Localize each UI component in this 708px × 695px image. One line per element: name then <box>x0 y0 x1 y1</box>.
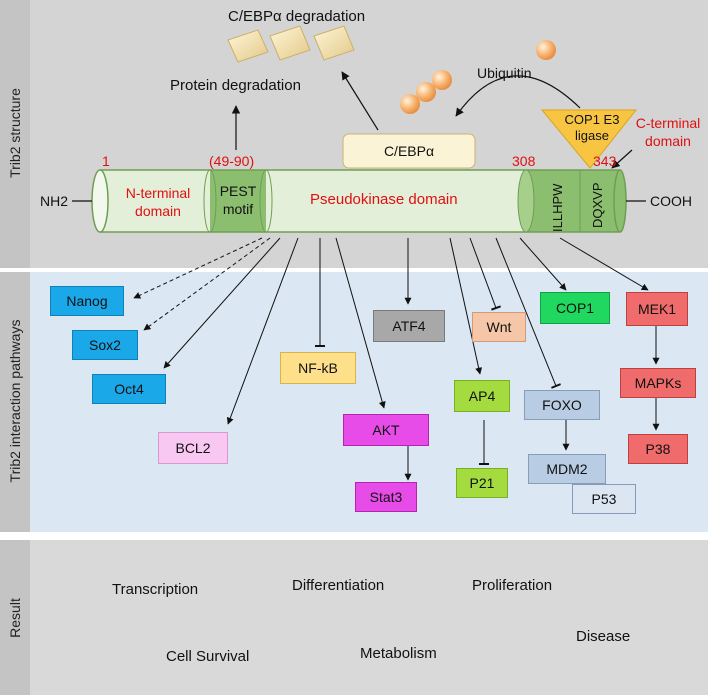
cebpa-degradation-label: C/EBPα degradation <box>228 8 366 25</box>
result-transcription: Transcription <box>112 581 199 598</box>
ubiquitin-label: Ubiquitin <box>477 65 532 81</box>
cop1-e3-ligase-shape <box>540 109 638 169</box>
sox2-box: Sox2 <box>72 330 138 360</box>
pseudokinase-domain-label: Pseudokinase domain <box>310 191 458 208</box>
mdm2-box: MDM2 <box>528 454 606 484</box>
cebpa-shape <box>342 133 476 169</box>
mapks-box: MAPKs <box>620 368 696 398</box>
cebpa-fragment-icons <box>227 25 355 63</box>
nfkb-box: NF-kB <box>280 352 356 384</box>
p53-box: P53 <box>572 484 636 514</box>
result-band <box>0 540 708 695</box>
position-1-label: 1 <box>102 153 110 169</box>
structure-side <box>0 0 30 268</box>
cop1-box: COP1 <box>540 292 610 324</box>
n-terminal-domain-label: N-terminal domain <box>125 185 191 219</box>
oct4-box: Oct4 <box>92 374 166 404</box>
position-308-label: 308 <box>512 153 536 169</box>
position-343-label: 343 <box>593 153 617 169</box>
cop1-e3-ligase-label: COP1 E3 ligase <box>564 112 620 143</box>
nh2-label: NH2 <box>40 193 69 209</box>
bcl2-box: BCL2 <box>158 432 228 464</box>
result-cell-survival: Cell Survival <box>166 648 250 665</box>
cebpa-box: C/EBPα <box>383 143 435 159</box>
illhpw-label: ILLHPW <box>550 183 565 232</box>
position-49-90-label: (49-90) <box>209 153 255 169</box>
c-terminal-domain-label: C-terminal domain <box>635 115 701 149</box>
wnt-box: Wnt <box>472 312 526 342</box>
protein-degradation-label: Protein degradation <box>170 77 301 94</box>
cooh-label: COOH <box>650 193 692 209</box>
result-differentiation: Differentiation <box>292 577 385 594</box>
result-metabolism: Metabolism <box>360 645 437 662</box>
atf4-box: ATF4 <box>373 310 445 342</box>
ap4-box: AP4 <box>454 380 510 412</box>
ubiquitin-ball-icons <box>400 40 556 114</box>
dqxvp-label: DQXVP <box>590 182 605 228</box>
result-side <box>0 540 30 695</box>
pathways-side <box>0 272 30 532</box>
pest-motif-label: PEST motif <box>219 183 257 217</box>
result-disease: Disease <box>576 628 631 645</box>
stat3-box: Stat3 <box>355 482 417 512</box>
mek1-box: MEK1 <box>626 292 688 326</box>
p21-box: P21 <box>456 468 508 498</box>
foxo-box: FOXO <box>524 390 600 420</box>
result-proliferation: Proliferation <box>472 577 553 594</box>
p38-box: P38 <box>628 434 688 464</box>
nanog-box: Nanog <box>50 286 124 316</box>
akt-box: AKT <box>343 414 429 446</box>
